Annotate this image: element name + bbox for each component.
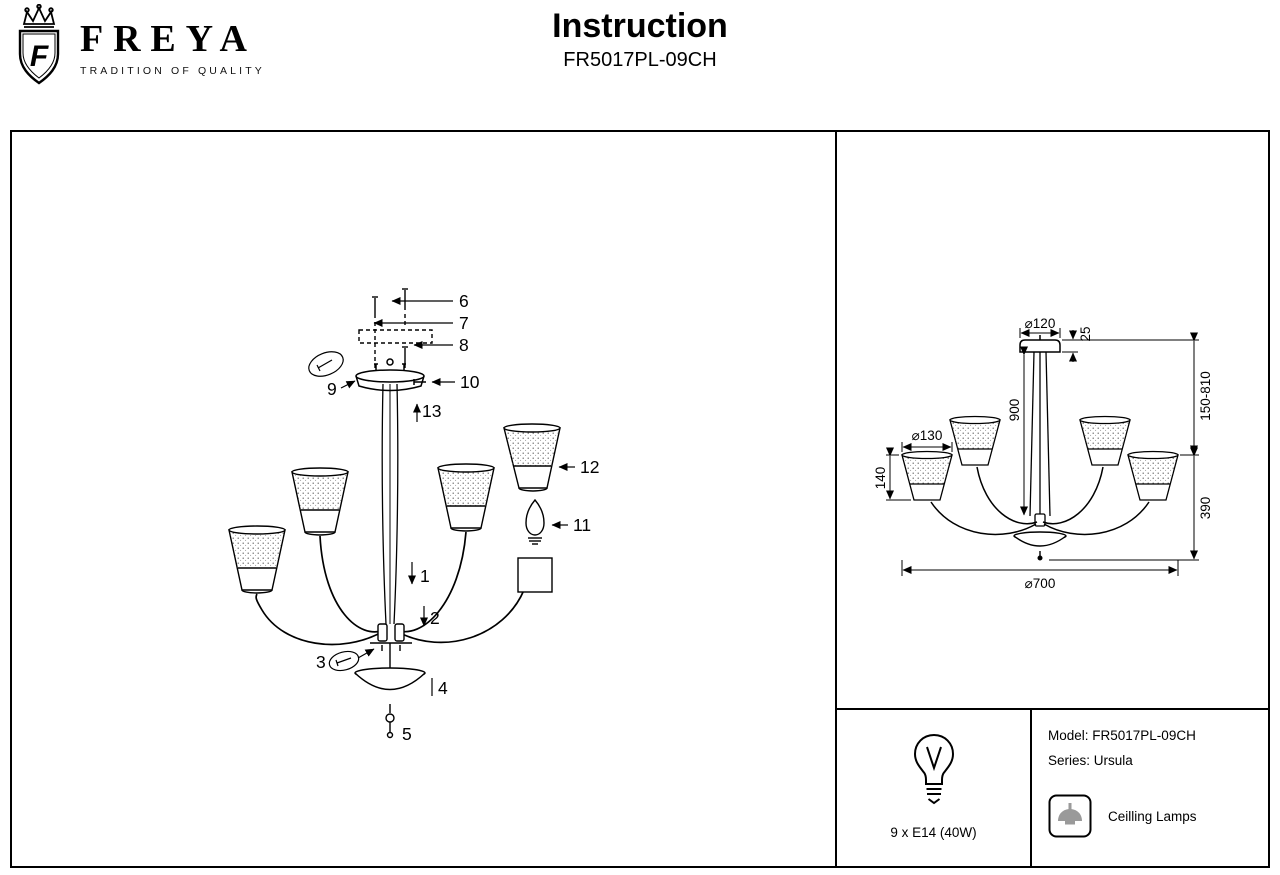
part-label-12: 12 [580,457,599,477]
screw-detail-bubbles [308,351,360,672]
dimension-labels: ⌀120 25 900 ⌀130 140 150-810 390 ⌀700 [873,316,1213,591]
title-block: Instruction FR5017PL-09CH [0,7,1280,72]
suspension-rods [381,383,399,625]
socket-box [517,557,553,593]
crown-shield-icon: F [18,4,60,85]
part-label-2: 2 [430,608,440,628]
model-line: Model: FR5017PL-09CH [1048,728,1196,743]
part-label-13: 13 [422,401,441,421]
lamp-shade [228,525,286,594]
bulb-spec-text: 9 x E14 (40W) [890,825,977,840]
suspension-rods-front [1029,351,1051,517]
chandelier-arms [255,531,525,646]
part-labels: 1 2 3 4 5 6 7 8 9 10 11 12 13 [316,291,599,744]
leader-lines [340,297,575,696]
page-title: Instruction [552,7,728,45]
freya-logo: F FREYA TRADITION OF QUALITY [12,4,265,88]
ceiling-lamp-icon [1048,794,1092,838]
content-frame: 1 2 3 4 5 6 7 8 9 10 11 12 13 [10,130,1270,868]
lamp-shade [291,467,349,536]
brand-tagline: TRADITION OF QUALITY [80,65,265,77]
exploded-assembly-diagram: 1 2 3 4 5 6 7 8 9 10 11 12 13 [228,288,599,744]
dimension-diagram: ⌀120 25 900 ⌀130 140 150-810 390 ⌀700 [873,316,1213,591]
model-info-cell: Model: FR5017PL-09CH Series: Ursula Ceil… [1032,710,1268,866]
bowl-front [1013,531,1067,561]
candle-bulb [525,498,545,545]
part-label-1: 1 [420,566,430,586]
part-label-5: 5 [402,724,412,744]
dimension-lines [886,328,1199,576]
bulb-spec-cell: 9 x E14 (40W) [837,710,1032,866]
arms-front [930,466,1150,536]
canopy-front-view [1019,335,1061,353]
model-number: FR5017PL-09CH [563,49,717,72]
dim-canopy-height: 25 [1078,326,1093,341]
lamp-shade-detached [503,423,561,492]
bulb-icon [913,733,954,805]
dim-body-height: 390 [1198,497,1213,520]
brand-name: FREYA [80,18,257,60]
dim-total-diameter: ⌀700 [1025,576,1056,591]
part-label-11: 11 [573,515,591,535]
logo-text: FREYA TRADITION OF QUALITY [80,4,265,77]
category-label: Ceilling Lamps [1108,808,1197,824]
dim-canopy-diameter: ⌀120 [1025,316,1056,331]
part-label-4: 4 [438,678,448,698]
part-label-3: 3 [316,652,326,672]
finial [385,704,395,739]
hub-front [1034,513,1046,527]
part-label-9: 9 [327,379,337,399]
dim-shade-height: 140 [873,467,888,490]
part-label-10: 10 [460,372,480,392]
series-line: Series: Ursula [1048,753,1133,768]
center-hub [370,623,412,672]
part-label-6: 6 [459,291,469,311]
lamp-shade [901,450,953,501]
lamp-shade [437,463,495,532]
bottom-bowl [354,667,426,691]
spec-row: 9 x E14 (40W) Model: FR5017PL-09CH Serie… [837,710,1268,866]
ceiling-canopy [355,358,426,392]
lamp-shade [1079,415,1131,466]
dim-shade-diameter: ⌀130 [912,428,943,443]
lamp-shade [949,415,1001,466]
part-label-7: 7 [459,313,469,333]
exploded-view-panel: 1 2 3 4 5 6 7 8 9 10 11 12 13 [12,132,837,866]
category-row: Ceilling Lamps [1048,794,1268,838]
svg-text:F: F [30,40,49,73]
lamp-shade [1127,450,1179,501]
dimension-view-panel: ⌀120 25 900 ⌀130 140 150-810 390 ⌀700 [837,132,1268,710]
dim-suspension-height: 150-810 [1198,371,1213,421]
right-panel: ⌀120 25 900 ⌀130 140 150-810 390 ⌀700 [837,132,1268,866]
dim-wire-length: 900 [1007,399,1022,422]
header: F FREYA TRADITION OF QUALITY Instruction… [0,0,1280,130]
part-label-8: 8 [459,335,469,355]
